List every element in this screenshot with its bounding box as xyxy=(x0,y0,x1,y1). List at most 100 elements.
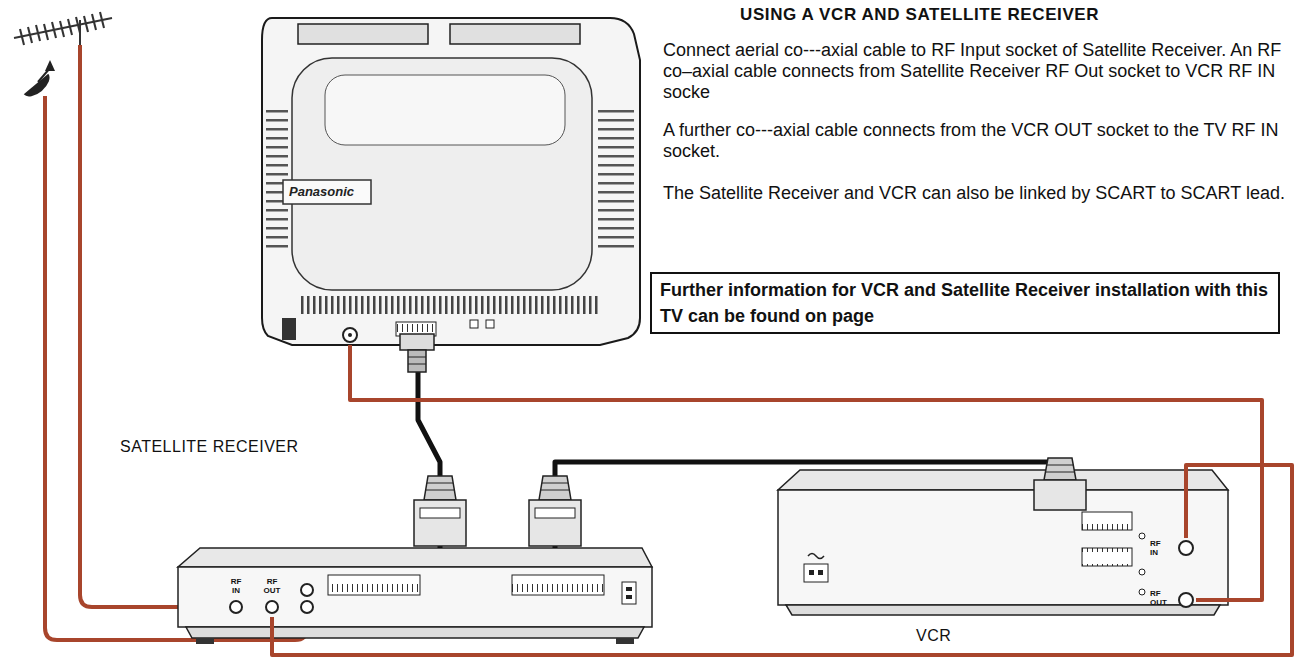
plug-face xyxy=(420,508,460,518)
dish-bowl xyxy=(24,74,54,101)
rf-socket xyxy=(230,601,242,613)
socket-label: RF OUT xyxy=(264,577,281,595)
plug-face xyxy=(535,508,575,518)
power-pin xyxy=(809,570,814,575)
rf-socket xyxy=(1179,593,1193,607)
vcr-top xyxy=(778,470,1228,490)
power-socket xyxy=(804,564,828,582)
socket-label: RF OUT xyxy=(1150,589,1167,607)
tv-bottom-vent xyxy=(300,296,600,314)
device-label: SATELLITE RECEIVER xyxy=(120,438,299,456)
receiver-rear-panel xyxy=(178,567,652,627)
power-symbol xyxy=(808,554,824,559)
aerial-antenna xyxy=(14,12,112,46)
scart-socket xyxy=(1082,512,1132,530)
antenna-element xyxy=(92,14,96,30)
antenna-element xyxy=(20,29,24,45)
plug-rib xyxy=(408,357,426,358)
tv-top-slot xyxy=(298,24,428,44)
antenna-mast xyxy=(79,20,81,46)
antenna-element xyxy=(100,12,104,28)
rf-socket: RF OUT xyxy=(1150,588,1196,612)
scart-socket xyxy=(328,575,420,595)
plug-body xyxy=(1034,480,1086,510)
plug-body xyxy=(414,500,466,546)
power-pin xyxy=(626,587,632,591)
instruction-text: The Satellite Receiver and VCR can also … xyxy=(663,183,1308,204)
tv-rf-in-socket xyxy=(343,328,357,342)
plug-grip xyxy=(539,476,571,500)
plug-grip xyxy=(408,350,426,372)
plug-rib xyxy=(426,490,454,491)
scart-socket xyxy=(1082,548,1132,566)
receiver-base xyxy=(186,627,644,638)
tv-control xyxy=(470,320,478,328)
vcr: VCRRF INRF OUT xyxy=(776,470,1228,615)
scart-plug xyxy=(400,334,434,372)
plug-rib xyxy=(427,483,453,484)
tv-back-panel xyxy=(325,75,565,145)
rf-socket xyxy=(266,601,278,613)
rf-socket: RF IN xyxy=(221,575,251,617)
vcr-jack xyxy=(1139,569,1145,575)
antenna-element xyxy=(84,16,88,32)
rf-socket: RF OUT xyxy=(257,575,287,617)
antenna-element xyxy=(68,19,72,35)
plug-grip xyxy=(1044,458,1076,480)
vcr-rear-panel xyxy=(778,490,1228,605)
plug-rib xyxy=(541,490,569,491)
tv-set-illustration xyxy=(262,18,640,345)
receiver-foot xyxy=(616,638,634,644)
satellite-receiver: SATELLITE RECEIVERRF INRF OUT xyxy=(178,548,652,640)
scart-socket xyxy=(512,575,604,595)
receiver-top xyxy=(178,548,652,567)
device-label: VCR xyxy=(916,627,951,645)
power-socket xyxy=(622,582,636,604)
socket-label: RF IN xyxy=(231,577,242,595)
plug-rib xyxy=(1046,472,1074,473)
lnb-socket xyxy=(301,584,313,596)
tv-control xyxy=(486,320,494,328)
satellite-receiver-illustration xyxy=(178,548,652,644)
rf-coaxial-cable xyxy=(272,465,1292,655)
antenna-element xyxy=(44,24,48,40)
tv-side-ribs xyxy=(598,110,634,250)
note-text: Further information for VCR and Satellit… xyxy=(660,277,1270,329)
rf-socket xyxy=(1179,541,1193,555)
tv-logo-plate xyxy=(283,180,371,204)
rf-coaxial-cable xyxy=(350,345,1262,600)
antenna-element xyxy=(36,25,40,41)
brand-logo: Panasonic xyxy=(289,184,354,200)
power-pin xyxy=(626,595,632,599)
vcr-illustration xyxy=(778,470,1228,615)
antenna-element xyxy=(60,21,64,37)
receiver-foot xyxy=(196,638,214,644)
antenna-element xyxy=(52,22,56,38)
dish-bowl xyxy=(24,74,54,101)
plug-rib xyxy=(1047,465,1073,466)
tv-top-slot xyxy=(450,24,580,44)
tv-housing xyxy=(262,18,640,345)
scart-plug xyxy=(1034,458,1086,510)
note-box: Further information for VCR and Satellit… xyxy=(650,272,1280,334)
satellite-dish xyxy=(24,60,55,101)
scart-plug xyxy=(414,476,466,546)
plug-body xyxy=(529,500,581,546)
antenna-element xyxy=(28,27,32,43)
tv-set: Panasonic xyxy=(262,15,640,345)
aerial-cable xyxy=(80,45,230,607)
diagram-title: USING A VCR AND SATELLITE RECEIVER xyxy=(740,5,1099,25)
scart-lead xyxy=(555,462,1060,548)
tv-rf-in-pin xyxy=(348,333,352,337)
instruction-text: Connect aerial co---axial cable to RF In… xyxy=(663,40,1308,103)
vcr-jack xyxy=(1139,589,1145,595)
plug-rib xyxy=(542,483,568,484)
rf-socket: RF IN xyxy=(1150,538,1196,560)
socket-label: RF IN xyxy=(1150,539,1161,557)
tv-foot xyxy=(282,318,296,340)
instruction-text: A further co---axial cable connects from… xyxy=(663,120,1308,162)
plug-grip xyxy=(424,476,456,500)
vcr-jack xyxy=(1139,533,1145,539)
plug-rib xyxy=(408,364,426,365)
